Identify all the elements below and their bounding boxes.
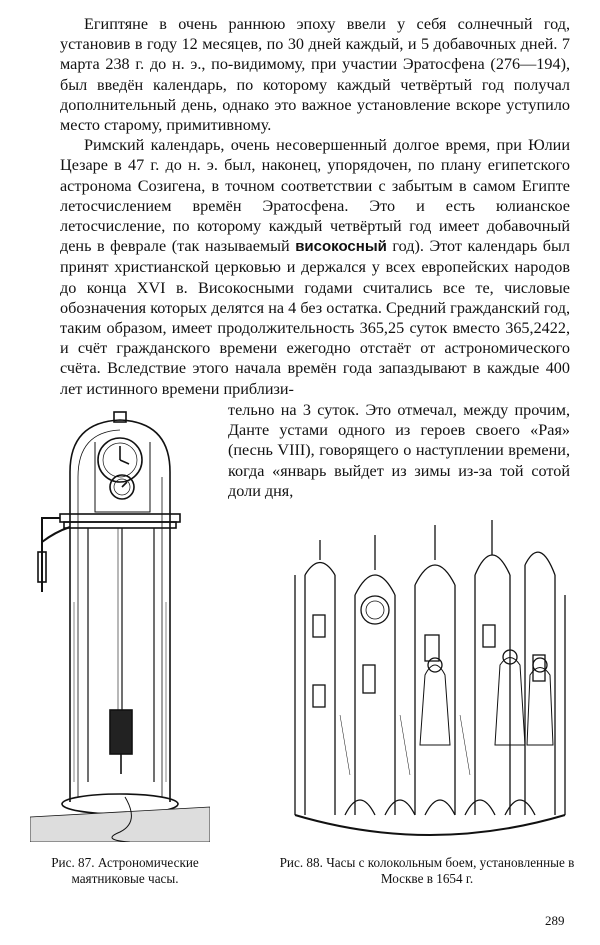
page-number: 289 [545, 913, 565, 928]
figure-88-caption: Рис. 88. Часы с колокольным боем, устано… [279, 855, 575, 886]
roman-calendar-text-2: год). Этот календарь был принят христиан… [60, 237, 570, 398]
moscow-clock-engraving [294, 520, 566, 836]
paragraph-roman-calendar: Римский календарь, очень несовершенный д… [60, 135, 570, 399]
main-text: Египтяне в очень раннюю эпоху ввели у се… [60, 14, 570, 399]
figure-87-caption: Рис. 87. Астрономические маятниковые час… [51, 855, 199, 886]
paragraph-egyptian-calendar: Египтяне в очень раннюю эпоху ввели у се… [60, 15, 570, 135]
figure-pendulum-clock [29, 402, 211, 843]
roman-calendar-text-1: Римский календарь, очень несовершенный д… [60, 136, 570, 256]
pendulum-clock-illustration [29, 411, 211, 843]
wrapped-text: тельно на 3 суток. Это отмечал, между пр… [228, 400, 570, 501]
figure-moscow-chime-clock [285, 515, 575, 840]
paragraph-dante-quote: тельно на 3 суток. Это отмечал, между пр… [228, 401, 570, 500]
leap-year-term: високосный [295, 238, 387, 256]
